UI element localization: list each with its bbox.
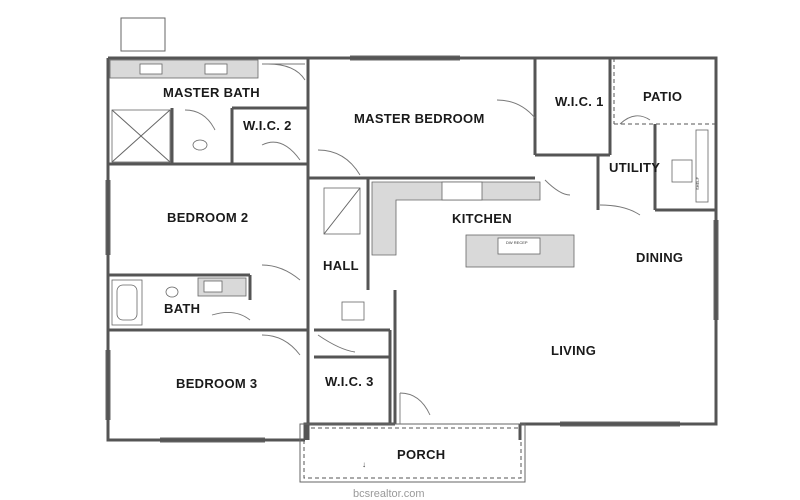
porch-area: ↓	[299, 423, 526, 483]
wic3-label: W.I.C. 3	[325, 374, 374, 389]
interior-walls	[108, 56, 716, 440]
master-bedroom-label: MASTER BEDROOM	[354, 111, 485, 126]
vanity-counter	[109, 59, 259, 79]
island-sink-icon	[497, 237, 541, 255]
shelf-label: SHELF	[695, 177, 700, 190]
vent-box	[120, 17, 166, 52]
toilet-icon	[165, 286, 179, 298]
doors	[184, 63, 651, 424]
dining-label: DINING	[636, 250, 683, 265]
master-bath-label: MASTER BATH	[163, 85, 260, 100]
sink-icon	[203, 280, 223, 293]
pantry-box	[341, 301, 365, 321]
hall-label: HALL	[323, 258, 359, 273]
watermark: bcsrealtor.com	[353, 488, 425, 500]
wic2-label: W.I.C. 2	[243, 118, 292, 133]
room-labels: MASTER BATH W.I.C. 1 W.I.C. 2 MASTER BED…	[163, 85, 683, 462]
sink-icon	[204, 63, 228, 75]
kitchen-label: KITCHEN	[452, 211, 512, 226]
washer-icon	[671, 159, 693, 183]
bedroom2-label: BEDROOM 2	[167, 210, 248, 225]
bedroom3-label: BEDROOM 3	[176, 376, 257, 391]
toilet-icon	[192, 139, 208, 151]
living-label: LIVING	[551, 343, 596, 358]
utility-shelf	[695, 129, 709, 203]
porch-label: PORCH	[397, 447, 445, 462]
kitchen-counters: DW RECEP	[323, 181, 575, 321]
master-bath-fixtures	[109, 59, 259, 163]
utility-fixtures: SHELF	[671, 129, 709, 203]
bath-label: BATH	[164, 301, 200, 316]
dw-label: DW RECEP	[506, 240, 528, 245]
range-icon	[441, 181, 483, 201]
bath-fixtures	[111, 277, 247, 326]
patio-label: PATIO	[643, 89, 682, 104]
windows	[105, 55, 719, 443]
wic1-label: W.I.C. 1	[555, 94, 604, 109]
sink-icon	[139, 63, 163, 75]
svg-text:↓: ↓	[362, 460, 366, 469]
utility-label: UTILITY	[609, 160, 660, 175]
